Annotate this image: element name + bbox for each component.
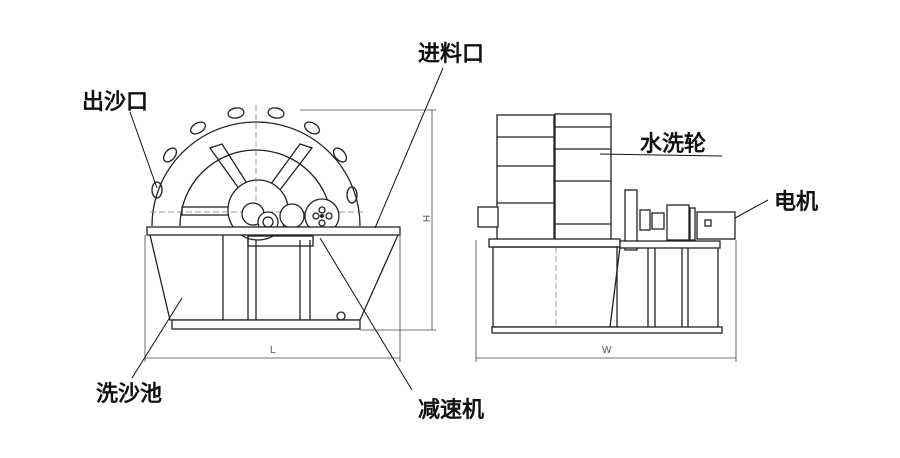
front-view	[144, 105, 436, 362]
wheel-outer	[151, 121, 361, 227]
reducer-box	[666, 204, 690, 241]
dimension-h: H	[422, 214, 434, 223]
side-view	[475, 113, 737, 362]
dimension-l: L	[270, 345, 276, 356]
tank-body	[149, 234, 399, 321]
label-feed-inlet: 进料口	[418, 42, 485, 67]
label-washing-tank: 洗沙池	[96, 382, 163, 407]
label-motor: 电机	[774, 190, 819, 215]
label-washing-wheel: 水洗轮	[640, 132, 707, 157]
side-tank	[492, 246, 618, 328]
drum-right	[554, 113, 612, 241]
dimension-w: W	[602, 345, 612, 356]
label-sand-outlet: 出沙口	[82, 90, 149, 115]
motor-body	[696, 211, 736, 240]
tank-rim	[146, 226, 401, 236]
leader-lines	[129, 67, 769, 391]
label-reducer: 减速机	[418, 398, 485, 423]
wheel-buckets	[151, 107, 358, 204]
drum-left	[496, 114, 555, 241]
